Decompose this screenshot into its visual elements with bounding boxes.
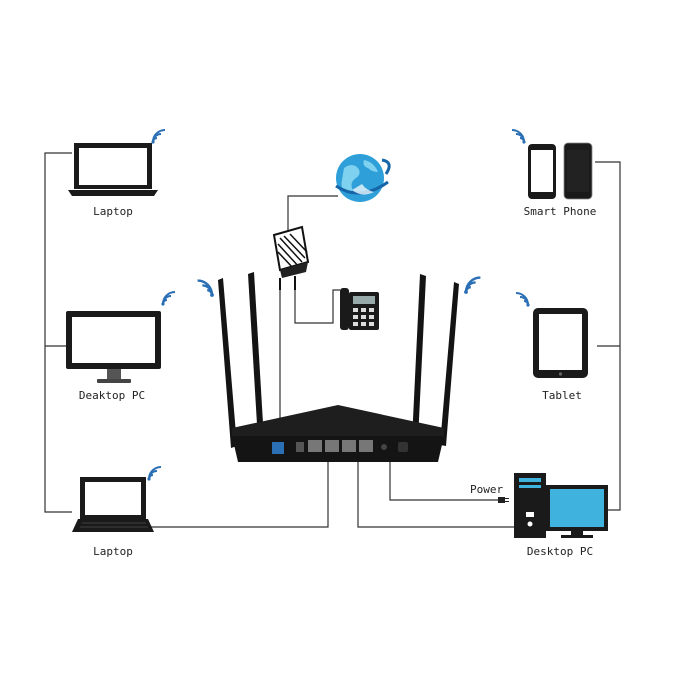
modem-to-phone-line xyxy=(294,283,340,324)
smartphone-icon xyxy=(528,142,593,200)
wifi-icon xyxy=(515,292,531,308)
laptop-to-router-line xyxy=(150,462,329,528)
wifi-icon xyxy=(511,129,527,145)
modem-to-globe-line xyxy=(287,195,338,233)
wifi-icon xyxy=(196,279,216,299)
router-icon xyxy=(218,272,459,462)
label-laptop-top: Laptop xyxy=(93,205,133,218)
desktop-pc-left-icon xyxy=(66,311,161,383)
label-desktop-pc-left: Deaktop PC xyxy=(78,389,146,402)
power-line xyxy=(389,452,500,501)
modem-icon xyxy=(272,225,310,290)
desktop-to-router-line xyxy=(357,462,515,528)
label-tablet: Tablet xyxy=(542,389,582,402)
label-smart-phone: Smart Phone xyxy=(523,205,597,218)
wifi-icon xyxy=(462,276,482,296)
laptop-top-icon xyxy=(68,143,158,196)
wifi-icon xyxy=(146,466,162,482)
label-desktop-pc-right: Desktop PC xyxy=(526,545,594,558)
right-bus-line xyxy=(595,161,621,511)
laptop-bottom-icon xyxy=(72,477,154,532)
label-laptop-bottom: Laptop xyxy=(93,545,133,558)
desktop-pc-right-icon xyxy=(514,473,608,538)
label-power: Power xyxy=(470,483,504,496)
telephone-icon xyxy=(340,288,379,330)
left-bus-line xyxy=(44,152,72,513)
power-plug-icon xyxy=(498,497,509,503)
globe-icon xyxy=(335,154,391,202)
wifi-icon xyxy=(150,129,166,145)
wifi-icon xyxy=(160,291,176,307)
connection-lines xyxy=(44,152,621,528)
tablet-icon xyxy=(533,308,588,378)
